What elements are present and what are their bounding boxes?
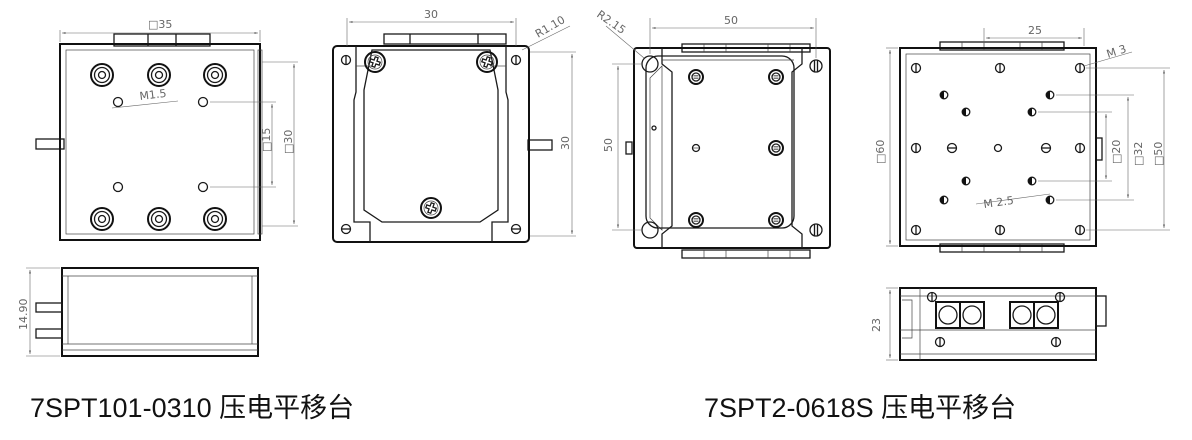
dim-v4-sq20: □20 <box>1110 140 1123 164</box>
dim-v4-overall: □60 <box>874 140 887 164</box>
dim-v2-height: 30 <box>559 136 572 150</box>
dim-v1-outer: □30 <box>282 130 295 154</box>
dim-v3-radius: R2.15 <box>594 8 628 37</box>
view-7spt2-top <box>886 28 1170 253</box>
dim-v1-side-height: 14.90 <box>17 299 30 331</box>
view-7spt2-bottom <box>605 18 831 259</box>
dim-v1-width: □35 <box>148 18 172 31</box>
dim-v2-width: 30 <box>424 8 438 21</box>
dim-v4-sq50: □50 <box>1152 142 1165 166</box>
dim-v1-hole: M1.5 <box>139 87 167 103</box>
caption-7spt101: 7SPT101-0310 压电平移台 <box>30 393 355 423</box>
dim-v4-thread-mid: M 2.5 <box>983 194 1015 211</box>
view-7spt101-bottom <box>332 18 576 243</box>
view-7spt101-side <box>26 267 259 357</box>
view-7spt101-top <box>35 30 298 241</box>
caption-7spt2: 7SPT2-0618S 压电平移台 <box>704 393 1017 423</box>
dim-v3-height: 50 <box>602 138 615 152</box>
view-7spt2-side <box>886 287 1107 361</box>
dim-v4-thread-top: M 3 <box>1105 42 1128 61</box>
dim-v2-radius: R1.10 <box>533 13 567 40</box>
dim-v4-top: 25 <box>1028 24 1042 37</box>
dim-v4-side-height: 23 <box>870 318 883 332</box>
dim-v3-width: 50 <box>724 14 738 27</box>
dim-v4-sq32: □32 <box>1132 142 1145 166</box>
dim-v1-inner: □15 <box>260 128 273 152</box>
